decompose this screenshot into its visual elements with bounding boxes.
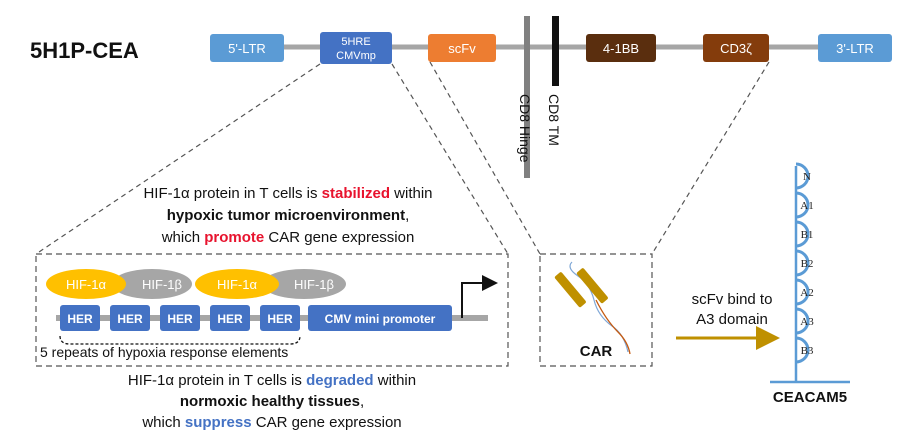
hypoxia-line2-post: , bbox=[405, 207, 409, 224]
cd8-hinge-bar bbox=[524, 16, 530, 178]
ltr3-label: 3'-LTR bbox=[836, 41, 874, 56]
normoxia-keyword-degraded: degraded bbox=[306, 372, 374, 389]
ltr5-label: 5'-LTR bbox=[228, 41, 266, 56]
promoter-segment: 5HRE CMVmp bbox=[320, 32, 392, 64]
normoxia-line3-pre: which bbox=[141, 414, 185, 431]
ceacam5-domain-loop bbox=[795, 307, 810, 335]
hypoxia-caption-line3: which promote CAR gene expression bbox=[161, 229, 415, 246]
her-label: HER bbox=[267, 312, 293, 326]
ceacam5-domain-label: B1 bbox=[801, 229, 814, 241]
hypoxia-caption: HIF-1α protein in T cells is stabilized … bbox=[143, 185, 432, 246]
binding-text-line2: A3 domain bbox=[696, 311, 768, 328]
hif-beta-2-label: HIF-1β bbox=[294, 277, 334, 292]
hypoxia-line2: hypoxic tumor microenvironment bbox=[167, 207, 405, 224]
hif-alpha-1 bbox=[46, 269, 126, 299]
ceacam5-domain-label: N bbox=[803, 171, 811, 183]
scfv-segment: scFv bbox=[428, 34, 496, 62]
cd8-tm-label: CD8 TM bbox=[546, 94, 562, 146]
normoxia-keyword-suppress: suppress bbox=[185, 414, 252, 431]
promoter-detail-box bbox=[35, 253, 509, 367]
normoxia-line2-post: , bbox=[360, 393, 364, 410]
her-label: HER bbox=[217, 312, 243, 326]
car-zoom-line-left bbox=[429, 61, 541, 255]
hif-alpha-2-label: HIF-1α bbox=[217, 277, 258, 292]
ceacam5-domain-label: A3 bbox=[800, 316, 814, 328]
hypoxia-caption-line2: hypoxic tumor microenvironment, bbox=[167, 207, 410, 224]
construct-title: 5H1P-CEA bbox=[30, 38, 139, 63]
normoxia-line1-post: within bbox=[374, 372, 417, 389]
cmv-mini-promoter-label: CMV mini promoter bbox=[325, 312, 436, 326]
ceacam5-label: CEACAM5 bbox=[773, 389, 847, 406]
car-zoom-line-right bbox=[651, 61, 770, 255]
car-structure-icon bbox=[554, 261, 631, 355]
ceacam5-domain-loop bbox=[795, 191, 810, 219]
hif-beta-2 bbox=[262, 269, 346, 299]
cd8-hinge-label: CD8 Hinge bbox=[517, 94, 533, 163]
car-scfv-domain-2 bbox=[576, 268, 608, 304]
hif-alpha-1-label: HIF-1α bbox=[66, 277, 107, 292]
her-box bbox=[160, 305, 200, 331]
ceacam5-domain-loop bbox=[795, 278, 810, 306]
ltr3-segment: 3'-LTR bbox=[818, 34, 892, 62]
her-box bbox=[260, 305, 300, 331]
scfv-label: scFv bbox=[448, 41, 476, 56]
normoxia-line1-pre: HIF-1α protein in T cells is bbox=[128, 372, 306, 389]
ceacam5-domain-loop bbox=[795, 249, 810, 277]
hif-beta-1 bbox=[112, 269, 192, 299]
ltr5-segment: 5'-LTR bbox=[210, 34, 284, 62]
cmv-mini-promoter: CMV mini promoter bbox=[308, 305, 452, 331]
hif-alpha-2 bbox=[195, 269, 279, 299]
her-elements: HER HER HER HER HER bbox=[60, 305, 300, 331]
promoter-label-line1: 5HRE bbox=[341, 36, 370, 48]
car-scfv-domain-1 bbox=[554, 272, 586, 308]
her-box bbox=[110, 305, 150, 331]
hypoxia-keyword-stabilized: stabilized bbox=[322, 185, 390, 202]
her-box bbox=[60, 305, 100, 331]
ceacam5-domain-loop bbox=[795, 336, 810, 364]
normoxia-line3-post: CAR gene expression bbox=[252, 414, 402, 431]
bb-label: 4-1BB bbox=[603, 41, 639, 56]
normoxia-line2: normoxic healthy tissues bbox=[180, 393, 360, 410]
normoxia-caption-line1: HIF-1α protein in T cells is degraded wi… bbox=[128, 372, 416, 389]
zoom-line-left bbox=[35, 63, 321, 255]
cd3z-segment: CD3ζ bbox=[703, 34, 769, 62]
repeats-caption: 5 repeats of hypoxia response elements bbox=[40, 344, 288, 360]
bb-segment: 4-1BB bbox=[586, 34, 656, 62]
hypoxia-line3-pre: which bbox=[161, 229, 205, 246]
her-label: HER bbox=[167, 312, 193, 326]
repeats-bracket bbox=[59, 335, 301, 345]
normoxia-caption-line2: normoxic healthy tissues, bbox=[180, 393, 364, 410]
hypoxia-line1-post: within bbox=[390, 185, 433, 202]
ceacam5-domain-label: B2 bbox=[801, 258, 814, 270]
car-detail-box bbox=[539, 253, 653, 367]
ceacam5-domain-loop bbox=[795, 162, 810, 190]
car-transmembrane-tail bbox=[595, 299, 631, 355]
binding-text-line1: scFv bind to bbox=[692, 291, 773, 308]
hif-complex-2: HIF-1β HIF-1α bbox=[195, 269, 346, 299]
hif-complex-1: HIF-1β HIF-1α bbox=[46, 269, 192, 299]
normoxia-caption-line3: which suppress CAR gene expression bbox=[141, 414, 401, 431]
normoxia-caption: HIF-1α protein in T cells is degraded wi… bbox=[128, 372, 416, 431]
hypoxia-keyword-promote: promote bbox=[204, 229, 264, 246]
hypoxia-line1-pre: HIF-1α protein in T cells is bbox=[143, 185, 321, 202]
her-label: HER bbox=[67, 312, 93, 326]
transcription-start-arrow bbox=[461, 275, 498, 318]
cd8-tm-bar bbox=[552, 16, 559, 86]
ceacam5-domain-label: B3 bbox=[801, 345, 814, 357]
ceacam5-domain-label: A1 bbox=[800, 200, 813, 212]
hypoxia-caption-line1: HIF-1α protein in T cells is stabilized … bbox=[143, 185, 432, 202]
her-label: HER bbox=[117, 312, 143, 326]
promoter-label-line2: CMVmp bbox=[336, 50, 376, 62]
car-label: CAR bbox=[580, 343, 613, 360]
her-box bbox=[210, 305, 250, 331]
zoom-line-right bbox=[391, 63, 509, 255]
hif-beta-1-label: HIF-1β bbox=[142, 277, 182, 292]
ceacam5-domain-label: A2 bbox=[800, 287, 813, 299]
ceacam5-domain-loop bbox=[795, 220, 810, 248]
cd3z-label: CD3ζ bbox=[720, 41, 752, 56]
hypoxia-line3-post: CAR gene expression bbox=[264, 229, 414, 246]
